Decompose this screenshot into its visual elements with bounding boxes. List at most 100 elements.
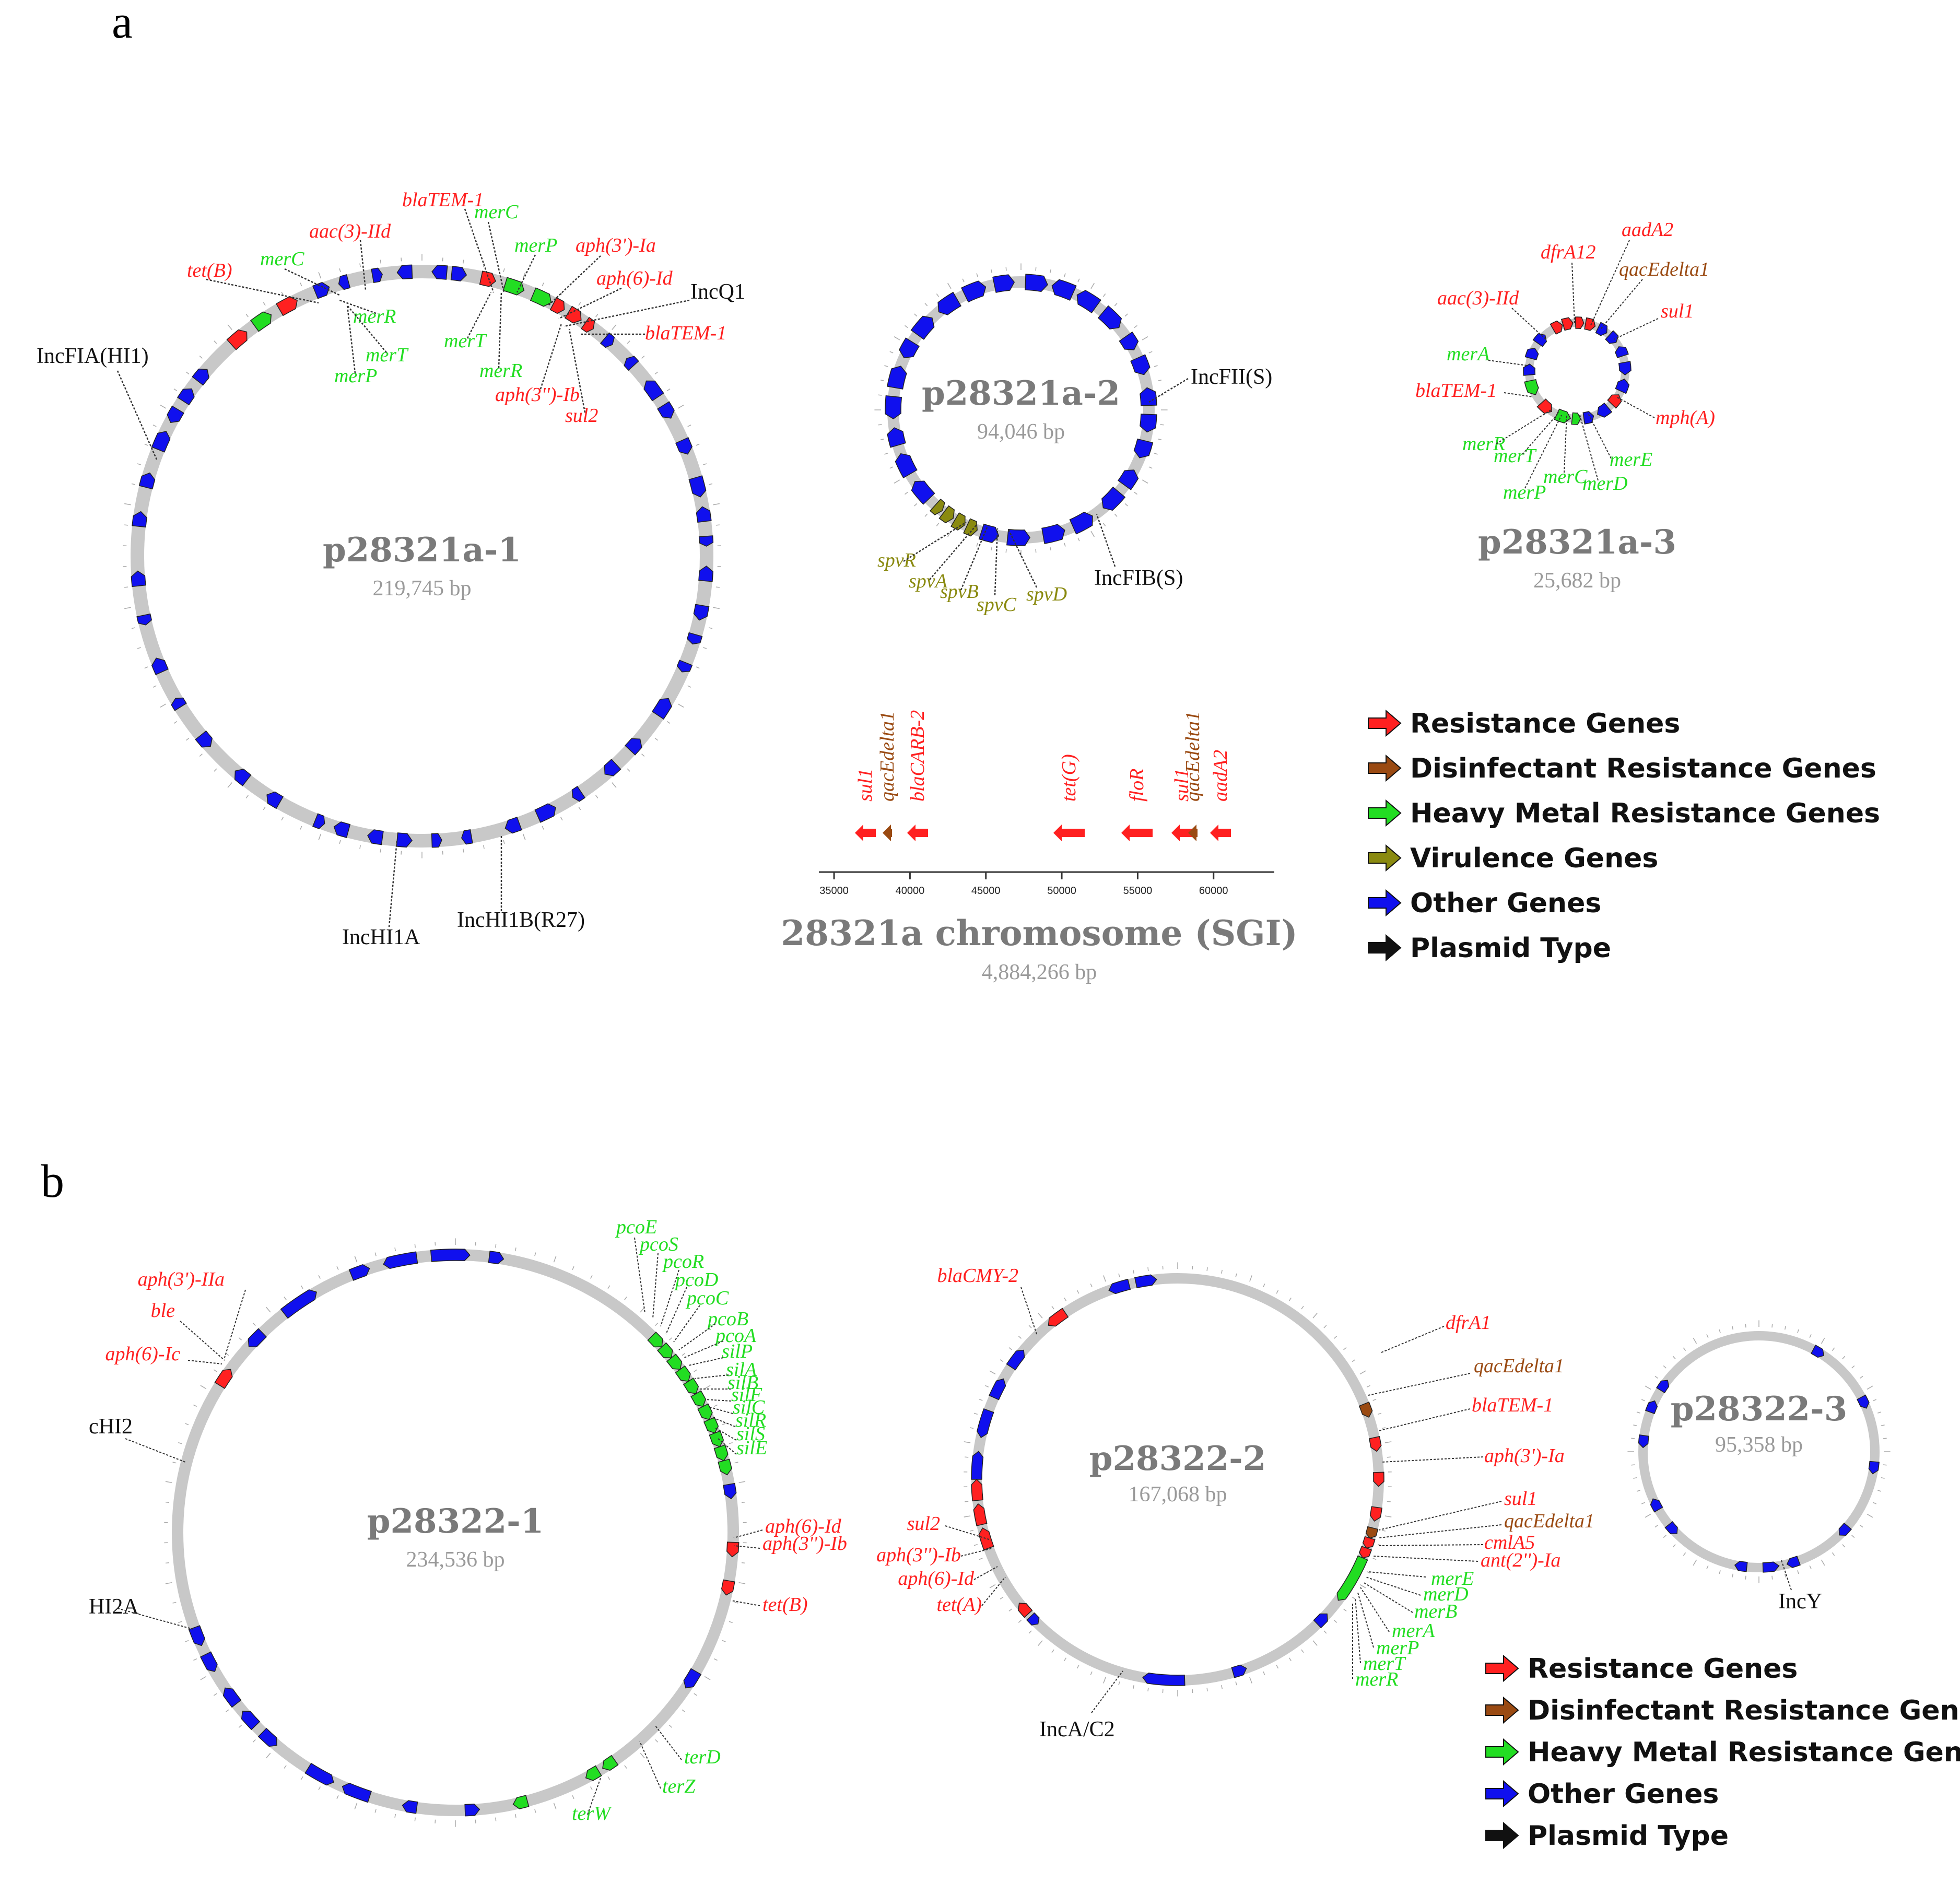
leader-line <box>712 1417 736 1427</box>
scale-tick <box>713 503 720 505</box>
scale-tick <box>1867 1385 1873 1390</box>
scale-tick <box>704 1676 711 1680</box>
scale-tick <box>336 1795 339 1799</box>
scale-tick <box>238 1725 242 1728</box>
gene-arrow <box>312 813 325 829</box>
gene-label: silE <box>736 1437 767 1459</box>
gene-arrow <box>899 337 920 359</box>
scale-tick <box>137 647 141 649</box>
gene-arrow <box>910 315 935 340</box>
scale-tick <box>1103 1677 1106 1684</box>
scale-tick <box>654 737 658 741</box>
chromosome-gene-arrow <box>1121 825 1153 841</box>
scale-tick <box>124 503 131 505</box>
scale-tick <box>627 340 630 344</box>
scale-tick <box>1352 1596 1356 1599</box>
chromosome-gene-label: sul1 <box>854 769 876 802</box>
gene-arrow <box>430 1249 471 1262</box>
chromosome-length: 4,884,266 bp <box>982 960 1097 984</box>
scale-tick <box>172 1462 177 1464</box>
scale-tick <box>354 1256 358 1263</box>
scale-tick <box>318 1275 321 1279</box>
gene-arrow <box>188 1625 205 1646</box>
scale-tick <box>985 1385 989 1388</box>
scale-tick <box>1378 1413 1382 1415</box>
gene-arrow <box>937 291 962 315</box>
gene-label: merT <box>1363 1653 1406 1675</box>
plasmid-type-label: IncFII(S) <box>1191 365 1272 389</box>
gene-label: merP <box>334 365 377 387</box>
gene-arrow <box>464 1803 480 1817</box>
scale-tick <box>682 1352 686 1356</box>
label-leader-lines <box>1488 240 1659 489</box>
scale-tick <box>263 806 266 810</box>
scale-tick <box>1877 1490 1882 1492</box>
scale-tick <box>1645 1513 1651 1518</box>
scale-tick <box>503 840 505 844</box>
scale-tick <box>152 685 157 688</box>
scale-tick <box>1672 1356 1676 1359</box>
leader-line <box>639 1741 661 1789</box>
scale-tick <box>193 1404 197 1407</box>
scale-tick <box>1102 293 1106 297</box>
scale-tick <box>318 1786 321 1791</box>
gene-arrow <box>718 1458 732 1476</box>
scale-tick <box>1877 1411 1882 1414</box>
scale-tick <box>1249 1275 1252 1282</box>
label-leader-lines <box>903 378 1189 596</box>
gene-arrow <box>431 833 442 848</box>
scale-ticks <box>874 263 1168 557</box>
scale-tick <box>1873 1502 1877 1504</box>
plasmid-type-label: IncA/C2 <box>1039 1717 1115 1741</box>
gene-arrow <box>643 380 664 402</box>
scale-tick <box>964 1441 971 1443</box>
gene-arrow <box>1638 1434 1649 1449</box>
gene-arrow <box>1097 305 1122 329</box>
gene-label: terZ <box>662 1775 696 1797</box>
scale-tick <box>624 1765 627 1769</box>
scale-tick <box>1077 278 1080 283</box>
scale-tick <box>1672 1544 1676 1548</box>
gene-arrow <box>1571 412 1581 425</box>
gene-arrow <box>698 535 714 547</box>
gene-arrow <box>534 803 556 823</box>
scale-tick <box>677 405 684 409</box>
scale-tick <box>1076 1665 1079 1669</box>
gene-label: merP <box>1503 481 1546 503</box>
plasmid-length: 234,536 bp <box>406 1548 505 1572</box>
gene-label: aadA2 <box>1622 219 1673 241</box>
gene-arrow <box>214 1369 233 1389</box>
gene-arrow <box>978 523 1000 543</box>
gene-arrow <box>1025 274 1048 292</box>
scale-tick <box>1134 491 1137 495</box>
scale-tick <box>200 1385 207 1390</box>
scale-tick <box>1249 1677 1252 1684</box>
gene-track <box>885 274 1157 546</box>
gene-label: merD <box>1582 473 1628 495</box>
scale-tick <box>252 1323 256 1326</box>
scale-tick <box>245 795 249 799</box>
scale-ticks <box>964 1262 1392 1697</box>
chromosome-gene-label: qacEdelta1 <box>1182 711 1204 802</box>
plasmid-name: p28321a-3 <box>1478 523 1676 562</box>
gene-arrow <box>504 816 522 834</box>
scale-tick <box>1842 1356 1846 1359</box>
scale-tick <box>463 260 464 264</box>
plasmid-map-p28322-3: p28322-3 95,358 bp IncY <box>1627 1320 1891 1614</box>
plasmid-type-label: IncFIB(S) <box>1094 566 1183 590</box>
scale-tick <box>534 1809 536 1813</box>
scale-tick <box>1276 1290 1279 1294</box>
gene-label: aac(3)-IId <box>309 220 391 242</box>
gene-arrow <box>604 759 621 776</box>
gene-label: aph(3'')-Ib <box>762 1533 847 1555</box>
scale-tick <box>880 380 885 382</box>
gene-arrow <box>887 427 906 448</box>
legend-swatch-arrow <box>1368 709 1402 737</box>
gene-arrow <box>1358 1546 1372 1559</box>
gene-label: qacEdelta1 <box>1504 1510 1594 1532</box>
scale-tick <box>1706 1566 1709 1570</box>
gene-label: spvB <box>940 581 979 603</box>
scale-tick <box>522 833 526 840</box>
scale-tick <box>709 483 713 485</box>
scale-tick <box>1157 438 1162 440</box>
